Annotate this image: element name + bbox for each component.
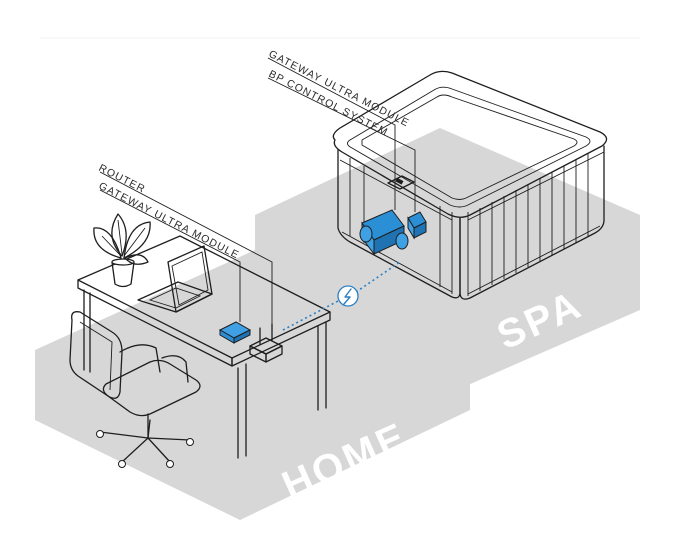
- wireless-link-icon: [338, 286, 358, 306]
- potted-plant: [94, 214, 150, 287]
